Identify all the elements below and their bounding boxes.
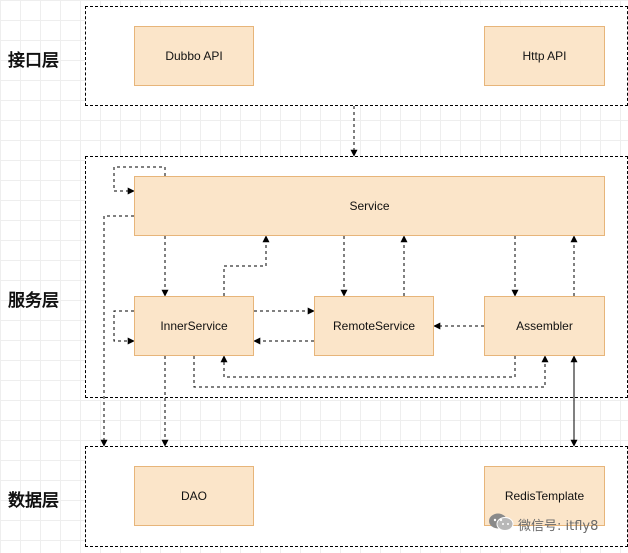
wechat-icon	[488, 512, 514, 536]
remote-service-node: RemoteService	[314, 296, 434, 356]
service-layer-label: 服务层	[8, 291, 59, 311]
edge-innerservice-to-assembler	[193, 355, 549, 388]
dubbo-api-node: Dubbo API	[134, 26, 254, 86]
edge-innerservice-to-service	[223, 235, 270, 296]
edge-innerservice-self-loop	[113, 310, 135, 345]
inner-service-node: InnerService	[134, 296, 254, 356]
data-layer-label: 数据层	[8, 491, 59, 511]
watermark: 微信号: itfly8	[488, 512, 598, 536]
edge-assembler-to-innerservice	[220, 355, 516, 378]
dao-node: DAO	[134, 466, 254, 526]
assembler-node: Assembler	[484, 296, 605, 356]
http-api-node: Http API	[484, 26, 605, 86]
watermark-text: 微信号: itfly8	[518, 518, 599, 534]
interface-layer-label: 接口层	[8, 51, 59, 71]
service-node: Service	[134, 176, 605, 236]
edge-service-to-data-layer	[100, 215, 134, 447]
edge-service-self-loop	[113, 166, 166, 195]
